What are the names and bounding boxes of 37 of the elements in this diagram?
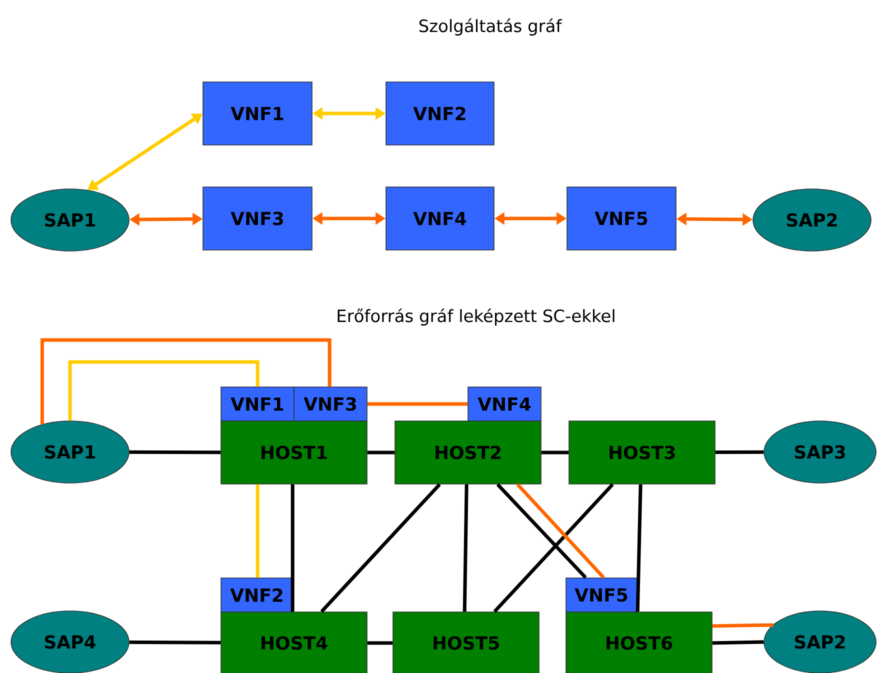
link-line: [712, 623, 774, 628]
link-line: [636, 484, 642, 612]
vnf-box: VNF2: [386, 82, 494, 146]
link-line: [290, 484, 294, 612]
link-line: [496, 483, 587, 579]
link-line: [715, 450, 764, 454]
host-box: HOST6: [566, 612, 712, 673]
link-line: [516, 483, 605, 579]
host-box: HOST2: [394, 420, 542, 484]
vnf-box: VNF1: [202, 82, 312, 146]
vnf-box: VNF5: [566, 578, 638, 612]
link-line: [541, 450, 569, 454]
graph-title: Erőforrás gráf leképzett SC-ekkel: [338, 308, 614, 326]
vnf-box: VNF1: [220, 386, 294, 422]
link-line: [712, 640, 764, 645]
link-line: [493, 483, 614, 613]
vnf-box: VNF2: [220, 578, 294, 612]
vnf-box: VNF4: [468, 386, 542, 422]
link-line: [256, 484, 260, 578]
link-line: [367, 402, 468, 406]
link-line: [462, 484, 468, 612]
link-line: [68, 360, 260, 421]
vnf-box: VNF5: [566, 186, 676, 250]
vnf-box: VNF4: [386, 186, 494, 250]
vnf-box: VNF3: [202, 186, 312, 250]
link-line: [367, 450, 395, 454]
vnf-box: VNF3: [294, 386, 368, 422]
link-line: [367, 641, 393, 645]
host-box: HOST3: [568, 420, 716, 484]
host-box: HOST4: [220, 612, 368, 673]
link-line: [129, 450, 221, 454]
host-box: HOST5: [392, 612, 540, 673]
link-line: [320, 483, 441, 613]
link-line: [40, 338, 332, 424]
graph-title: Szolgáltatás gráf: [419, 18, 562, 36]
host-box: HOST1: [220, 420, 368, 484]
link-line: [129, 640, 221, 644]
